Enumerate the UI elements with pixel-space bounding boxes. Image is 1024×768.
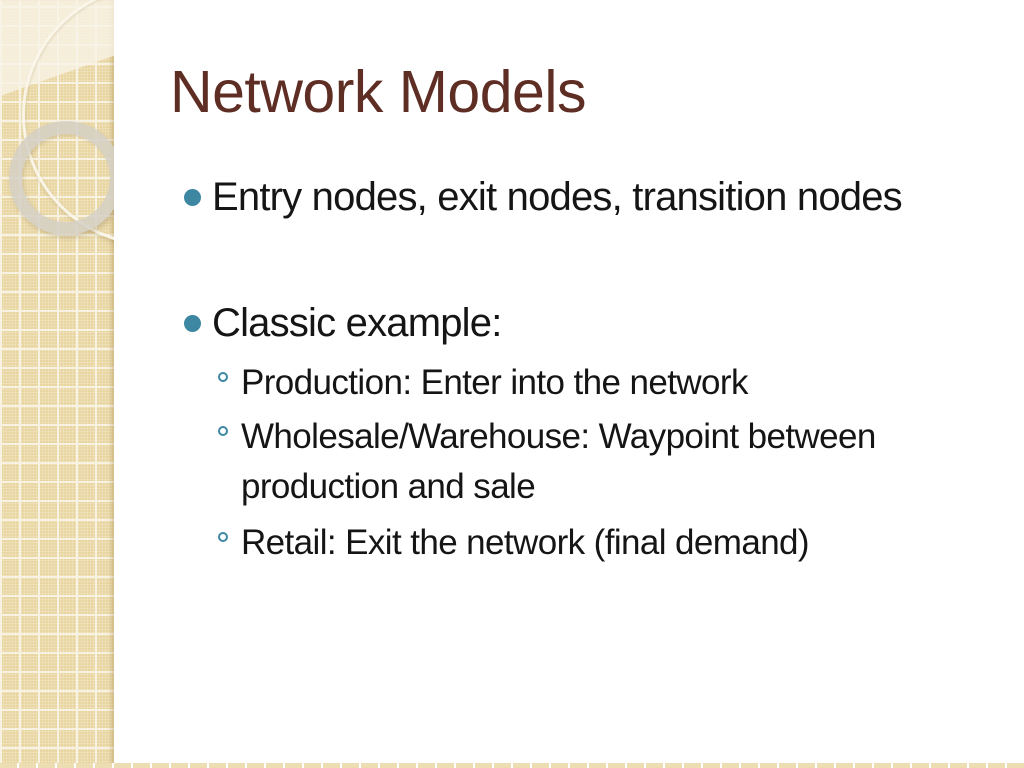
sub-bullet-item: Production: Enter into the network — [218, 358, 978, 408]
bullet-text: Classic example: — [212, 301, 502, 345]
sub-bullet-text: Production: Enter into the network — [241, 363, 748, 402]
slide-title: Network Models — [170, 59, 586, 125]
bullet-item: Entry nodes, exit nodes, transition node… — [184, 172, 994, 222]
bullet-item: Classic example: — [184, 298, 994, 348]
bullet-dot-icon — [184, 315, 201, 332]
sub-bullet-text: Wholesale/Warehouse: Waypoint between pr… — [241, 417, 876, 506]
bottom-grid-strip — [0, 763, 1024, 768]
bullet-circle-icon — [218, 532, 228, 542]
decor-ring-icon — [9, 121, 114, 235]
sidebar-decoration — [0, 0, 114, 768]
bullet-dot-icon — [184, 189, 201, 206]
sub-bullet-item: Wholesale/Warehouse: Waypoint between pr… — [218, 412, 953, 512]
bullet-text: Entry nodes, exit nodes, transition node… — [212, 175, 903, 219]
bullet-circle-icon — [218, 372, 228, 382]
sub-bullet-text: Retail: Exit the network (final demand) — [241, 523, 810, 562]
bullet-circle-icon — [218, 426, 228, 436]
sub-bullet-item: Retail: Exit the network (final demand) — [218, 518, 978, 568]
